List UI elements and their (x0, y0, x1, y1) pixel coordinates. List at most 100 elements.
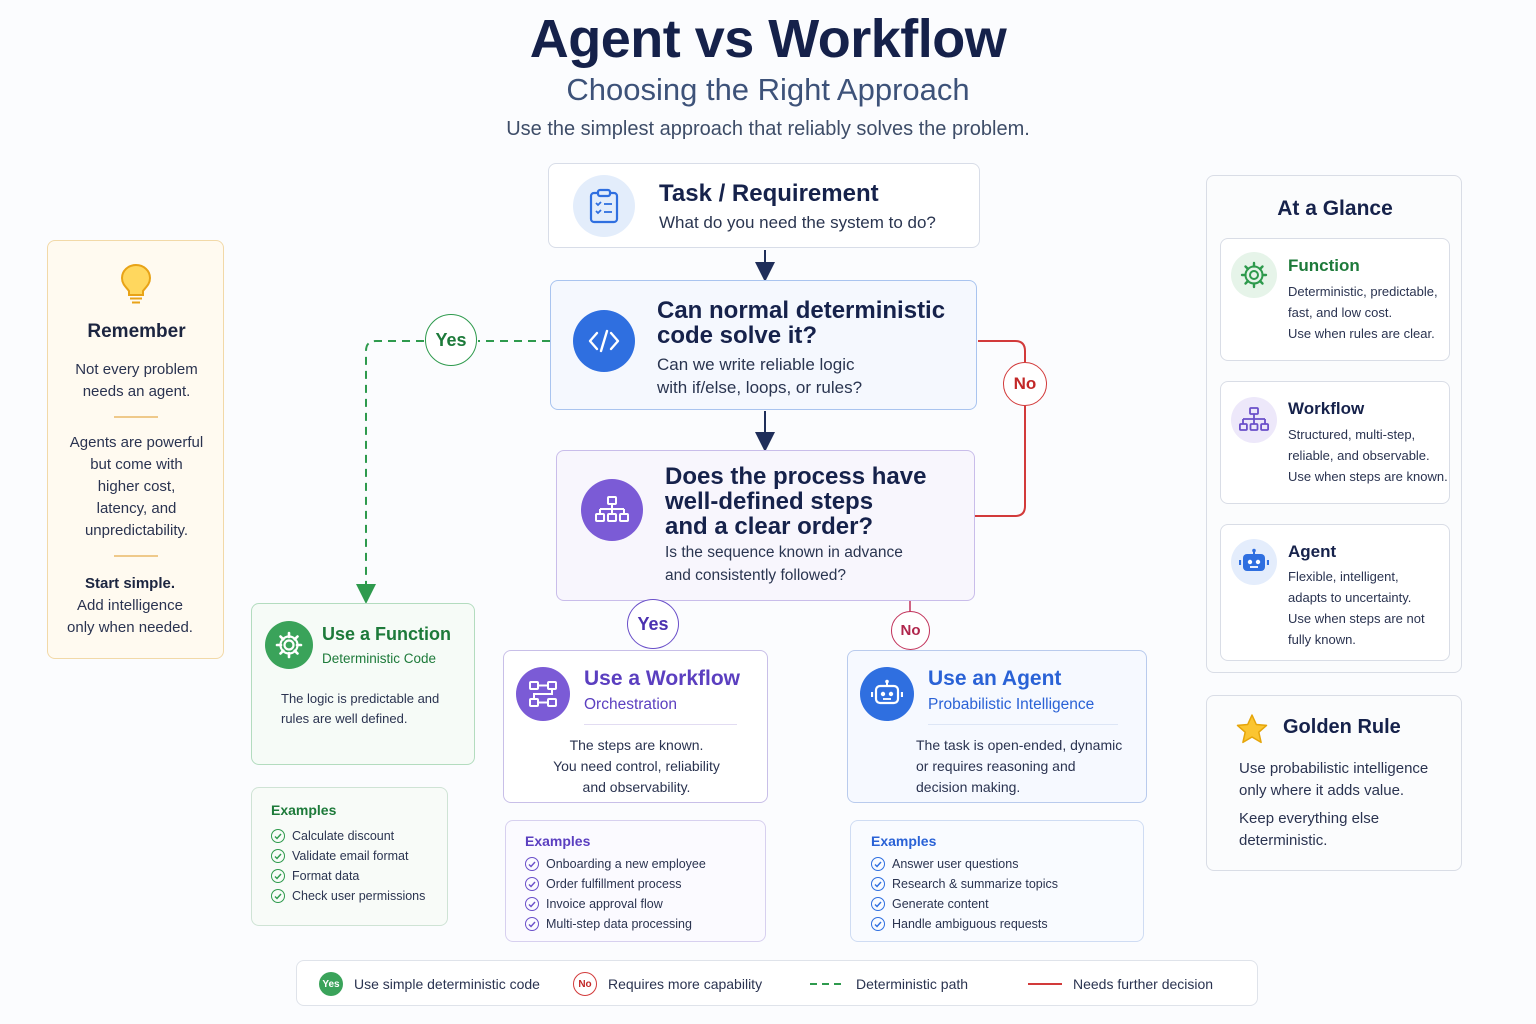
yes-badge-function: Yes (425, 314, 477, 366)
function-examples-card: Examples Calculate discount Validate ema… (251, 787, 448, 926)
page-subtitle: Choosing the Right Approach (566, 72, 970, 107)
glance-function-title: Function (1288, 256, 1360, 275)
check-icon (871, 857, 885, 871)
question-steps-card: Does the process have well-defined steps… (556, 450, 975, 601)
legend-solid-label: Needs further decision (1073, 976, 1214, 992)
divider (114, 416, 158, 418)
workflow-icon (516, 667, 570, 721)
agent-examples-card: Examples Answer user questions Research … (850, 820, 1144, 942)
q1-title-line1: Can normal deterministic (657, 297, 946, 324)
gear-icon (1231, 252, 1277, 298)
function-desc-line1: The logic is predictable and (281, 691, 440, 706)
remember-title: Remember (87, 321, 186, 342)
list-item: Format data (271, 866, 425, 886)
q2-title-line3: and a clear order? (665, 513, 874, 540)
agent-description: The task is open-ended, dynamic or requi… (916, 737, 1123, 795)
task-title: Task / Requirement (659, 180, 879, 207)
agent-examples-title: Examples (871, 833, 937, 849)
no-badge-q1: No (1003, 362, 1047, 406)
workflow-examples-title: Examples (525, 833, 591, 849)
list-item: Validate email format (271, 846, 425, 866)
legend-bar: Yes Use simple deterministic code No Req… (296, 960, 1258, 1006)
legend-yes-badge: Yes (319, 972, 343, 996)
robot-icon (1231, 539, 1277, 585)
clipboard-icon (573, 175, 635, 237)
list-item: Multi-step data processing (525, 914, 706, 934)
yes-dashed-path (366, 340, 550, 594)
function-title: Use a Function (322, 624, 452, 644)
glance-title: At a Glance (1277, 197, 1393, 220)
check-icon (525, 857, 539, 871)
divider (114, 555, 158, 557)
hierarchy-icon (581, 479, 643, 541)
glance-workflow-card: Workflow Structured, multi-step, reliabl… (1220, 381, 1450, 504)
check-icon (525, 917, 539, 931)
remember-paragraph-3: Start simple. Add intelligence only when… (67, 575, 193, 636)
list-item: Order fulfillment process (525, 874, 706, 894)
no-badge-agent: No (891, 611, 930, 650)
check-icon (871, 877, 885, 891)
list-item: Calculate discount (271, 826, 425, 846)
yes-badge-workflow: Yes (627, 599, 679, 649)
page-title: Agent vs Workflow (529, 9, 1007, 69)
remember-paragraph-1: Not every problem needs an agent. (75, 361, 198, 400)
task-description: What do you need the system to do? (659, 213, 936, 232)
workflow-title: Use a Workflow (584, 667, 740, 690)
workflow-examples-list: Onboarding a new employee Order fulfillm… (525, 854, 706, 934)
glance-agent-description: Flexible, intelligent, adapts to uncerta… (1288, 569, 1425, 647)
glance-agent-card: Agent Flexible, intelligent, adapts to u… (1220, 524, 1450, 661)
function-desc-line2: rules are well defined. (281, 711, 408, 726)
check-icon (271, 849, 285, 863)
workflow-card: Use a Workflow Orchestration The steps a… (503, 650, 768, 803)
workflow-subtitle: Orchestration (584, 696, 678, 713)
q1-desc-line1: Can we write reliable logic (657, 355, 855, 374)
check-icon (525, 877, 539, 891)
star-icon (1235, 713, 1269, 750)
q2-desc-line1: Is the sequence known in advance (665, 544, 903, 561)
q2-desc-line2: and consistently followed? (665, 567, 846, 584)
at-a-glance-panel: At a Glance Function Deterministic, pred… (1206, 175, 1462, 673)
golden-rule-card: Golden Rule Use probabilistic intelligen… (1206, 695, 1462, 871)
workflow-description: The steps are known. You need control, r… (553, 737, 720, 795)
remember-paragraph-2: Agents are powerful but come with higher… (69, 434, 204, 539)
glance-function-card: Function Deterministic, predictable, fas… (1220, 238, 1450, 361)
list-item: Research & summarize topics (871, 874, 1058, 894)
lightbulb-icon (120, 263, 152, 310)
gear-icon (265, 621, 313, 669)
glance-workflow-title: Workflow (1288, 399, 1365, 418)
list-item: Generate content (871, 894, 1058, 914)
check-icon (871, 897, 885, 911)
check-icon (525, 897, 539, 911)
function-examples-title: Examples (271, 802, 337, 818)
glance-function-description: Deterministic, predictable, fast, and lo… (1288, 284, 1438, 341)
q2-title-line2: well-defined steps (665, 488, 874, 515)
q1-desc-line2: with if/else, loops, or rules? (657, 378, 863, 397)
legend-dashed-label: Deterministic path (856, 976, 969, 992)
remember-card: Remember Not every problem needs an agen… (47, 240, 224, 659)
glance-workflow-description: Structured, multi-step, reliable, and ob… (1288, 427, 1448, 484)
golden-rule-text-2: Keep everything else deterministic. (1239, 810, 1380, 849)
check-icon (271, 869, 285, 883)
legend-solid-line (1028, 983, 1062, 985)
task-card: Task / Requirement What do you need the … (548, 163, 980, 248)
divider (584, 724, 737, 725)
agent-title: Use an Agent (928, 667, 1062, 690)
check-icon (271, 889, 285, 903)
question-deterministic-card: Can normal deterministic code solve it? … (550, 280, 977, 410)
check-icon (271, 829, 285, 843)
function-examples-list: Calculate discount Validate email format… (271, 826, 425, 906)
list-item: Onboarding a new employee (525, 854, 706, 874)
q1-title-line2: code solve it? (657, 322, 818, 349)
workflow-examples-card: Examples Onboarding a new employee Order… (505, 820, 766, 942)
legend-yes-label: Use simple deterministic code (354, 976, 540, 992)
list-item: Answer user questions (871, 854, 1058, 874)
legend-dashed-line (810, 983, 846, 985)
list-item: Check user permissions (271, 886, 425, 906)
agent-examples-list: Answer user questions Research & summari… (871, 854, 1058, 934)
agent-subtitle: Probabilistic Intelligence (928, 696, 1095, 713)
q2-title-line1: Does the process have (665, 463, 927, 490)
divider (928, 724, 1118, 725)
function-card: Use a Function Deterministic Code The lo… (251, 603, 475, 765)
no-red-path (975, 340, 1026, 517)
golden-rule-title: Golden Rule (1283, 716, 1401, 738)
